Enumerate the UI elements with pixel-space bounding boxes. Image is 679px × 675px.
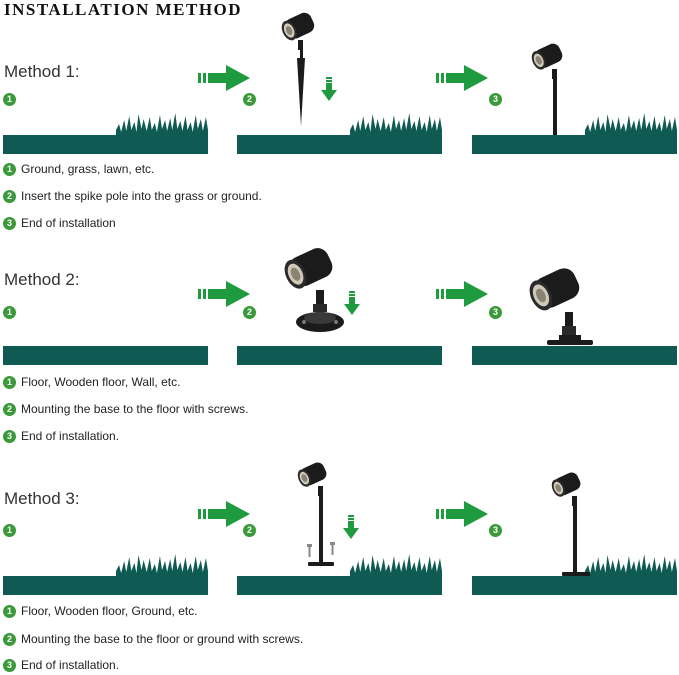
method-3-label: Method 3:	[4, 489, 80, 508]
method-1-desc-1: 1 Ground, grass, lawn, etc.	[3, 162, 154, 176]
ground-strip	[237, 346, 442, 365]
step-badge: 1	[3, 604, 16, 618]
method-1-desc-2: 2 Insert the spike pole into the grass o…	[3, 189, 262, 203]
desc-text: Mounting the base to the floor with scre…	[21, 402, 249, 416]
grass-illustration	[350, 551, 442, 579]
pole-base-spotlight-installed-illustration	[550, 470, 590, 576]
method-3-panel-1-badge: 1	[3, 524, 16, 537]
pole-base-spotlight-illustration	[296, 460, 335, 566]
method-2-desc-2: 2 Mounting the base to the floor with sc…	[3, 402, 248, 416]
desc-text: Ground, grass, lawn, etc.	[21, 162, 155, 176]
method-1-label: Method 1:	[4, 62, 80, 81]
method-2-label: Method 2:	[4, 270, 80, 289]
ground-strip	[237, 135, 442, 154]
ground-strip	[237, 576, 442, 595]
ground-strip	[3, 135, 208, 154]
spike-spotlight-illustration	[280, 10, 317, 126]
method-1-desc-3: 3 End of installation	[3, 216, 116, 230]
desc-text: End of installation	[21, 216, 116, 230]
ground-strip	[3, 576, 208, 595]
desc-text: Insert the spike pole into the grass or …	[21, 189, 262, 203]
step-badge: 2	[3, 632, 16, 646]
method-3-panel-2-badge: 2	[243, 524, 256, 537]
step-badge: 1	[3, 375, 16, 389]
grass-illustration	[116, 110, 208, 138]
step-badge: 1	[3, 162, 16, 176]
base-mount-spotlight-illustration	[282, 244, 344, 332]
method-2-panel-3-badge: 3	[489, 306, 502, 319]
step-badge: 2	[3, 189, 16, 203]
page-title: INSTALLATION METHOD	[4, 0, 243, 19]
grass-illustration	[585, 110, 677, 138]
right-arrow-icon	[436, 65, 488, 91]
right-arrow-icon	[436, 281, 488, 307]
method-3-desc-2: 2 Mounting the base to the floor or grou…	[3, 632, 303, 646]
grass-illustration	[350, 110, 442, 138]
step-badge: 3	[3, 429, 16, 443]
method-3-desc-3: 3 End of installation.	[3, 658, 119, 672]
method-2-desc-3: 3 End of installation.	[3, 429, 119, 443]
desc-text: Floor, Wooden floor, Ground, etc.	[21, 604, 198, 618]
right-arrow-icon	[436, 501, 488, 527]
method-3-desc-1: 1 Floor, Wooden floor, Ground, etc.	[3, 604, 198, 618]
right-arrow-icon	[198, 65, 250, 91]
down-arrow-icon	[344, 291, 360, 315]
ground-strip	[472, 135, 677, 154]
desc-text: Mounting the base to the floor or ground…	[21, 632, 304, 646]
right-arrow-icon	[198, 501, 250, 527]
method-3-panel-3-badge: 3	[489, 524, 502, 537]
step-badge: 3	[3, 658, 16, 672]
method-1-panel-3-badge: 3	[489, 93, 502, 106]
down-arrow-icon	[321, 77, 337, 101]
method-2-desc-1: 1 Floor, Wooden floor, Wall, etc.	[3, 375, 180, 389]
method-2-panel-2-badge: 2	[243, 306, 256, 319]
spike-spotlight-installed-illustration	[530, 41, 565, 135]
grass-illustration	[116, 551, 208, 579]
desc-text: End of installation.	[21, 658, 120, 672]
ground-strip	[3, 346, 208, 365]
method-2-panel-1-badge: 1	[3, 306, 16, 319]
ground-strip	[472, 346, 677, 365]
method-1-panel-1-badge: 1	[3, 93, 16, 106]
step-badge: 3	[3, 216, 16, 230]
desc-text: Floor, Wooden floor, Wall, etc.	[21, 375, 181, 389]
down-arrow-icon	[343, 515, 359, 539]
base-mount-spotlight-installed-illustration	[527, 264, 593, 345]
desc-text: End of installation.	[21, 429, 120, 443]
step-badge: 2	[3, 402, 16, 416]
ground-strip	[472, 576, 677, 595]
grass-illustration	[585, 551, 677, 579]
method-1-panel-2-badge: 2	[243, 93, 256, 106]
right-arrow-icon	[198, 281, 250, 307]
